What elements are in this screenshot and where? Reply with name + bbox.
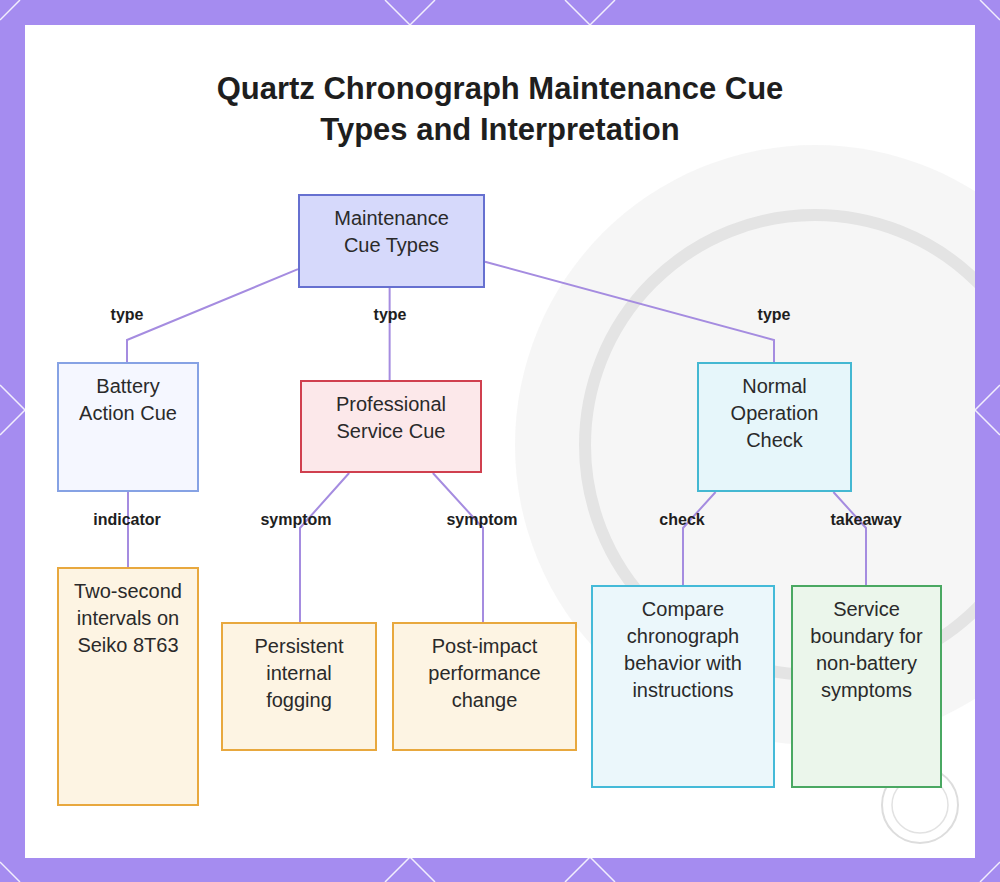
border-ornament <box>565 857 615 882</box>
connector-line <box>485 262 774 362</box>
detail-box: Compare chronograph behavior with instru… <box>591 585 775 788</box>
edge-label: type <box>374 306 407 324</box>
node-text: Compare chronograph behavior with instru… <box>611 596 755 704</box>
connector <box>300 473 349 622</box>
edge-label: type <box>758 306 791 324</box>
root-box: Maintenance Cue Types <box>298 194 485 288</box>
border-ornament <box>565 0 615 25</box>
diagram-title: Quartz Chronograph Maintenance Cue Types… <box>180 68 820 150</box>
edge-label: symptom <box>260 511 331 529</box>
connector-line <box>127 492 129 567</box>
border-ornament <box>980 862 1000 882</box>
category-box: Normal Operation Check <box>697 362 852 492</box>
connector <box>683 492 716 585</box>
detail-box: Post-impact performance change <box>392 622 577 751</box>
node-text: Persistent internal fogging <box>231 633 367 714</box>
node-text: Post-impact performance change <box>402 633 567 714</box>
connector-line <box>683 492 716 585</box>
connector-line <box>433 473 483 622</box>
node-text: Professional Service Cue <box>310 391 472 445</box>
category-box: Professional Service Cue <box>300 380 482 473</box>
connector-line <box>833 492 866 585</box>
edge-label: check <box>659 511 704 529</box>
category-box: Battery Action Cue <box>57 362 199 492</box>
node-text: Service boundary for non-battery symptom… <box>805 596 928 704</box>
connector <box>128 492 129 567</box>
connector <box>833 492 866 585</box>
connector <box>485 262 774 362</box>
border-ornament <box>975 385 1000 435</box>
border-ornament <box>385 0 435 25</box>
detail-box: Persistent internal fogging <box>221 622 377 751</box>
border-ornament <box>0 862 20 882</box>
connector <box>433 473 483 622</box>
connector-line <box>300 473 349 622</box>
edge-label: type <box>111 306 144 324</box>
node-text: Maintenance Cue Types <box>314 205 469 259</box>
edge-label: symptom <box>446 511 517 529</box>
border-ornament <box>385 857 435 882</box>
border-ornament <box>0 0 20 20</box>
connector-line <box>389 288 391 380</box>
connector <box>127 269 298 362</box>
node-text: Two-second intervals on Seiko 8T63 <box>69 578 187 659</box>
edge-label: indicator <box>93 511 161 529</box>
detail-box: Service boundary for non-battery symptom… <box>791 585 942 788</box>
detail-box: Two-second intervals on Seiko 8T63 <box>57 567 199 806</box>
connector-line <box>127 269 298 362</box>
node-text: Normal Operation Check <box>707 373 842 454</box>
border-ornament <box>980 0 1000 20</box>
node-text: Battery Action Cue <box>67 373 189 427</box>
border-ornament <box>0 385 25 435</box>
edge-label: takeaway <box>830 511 901 529</box>
connector <box>389 288 390 380</box>
